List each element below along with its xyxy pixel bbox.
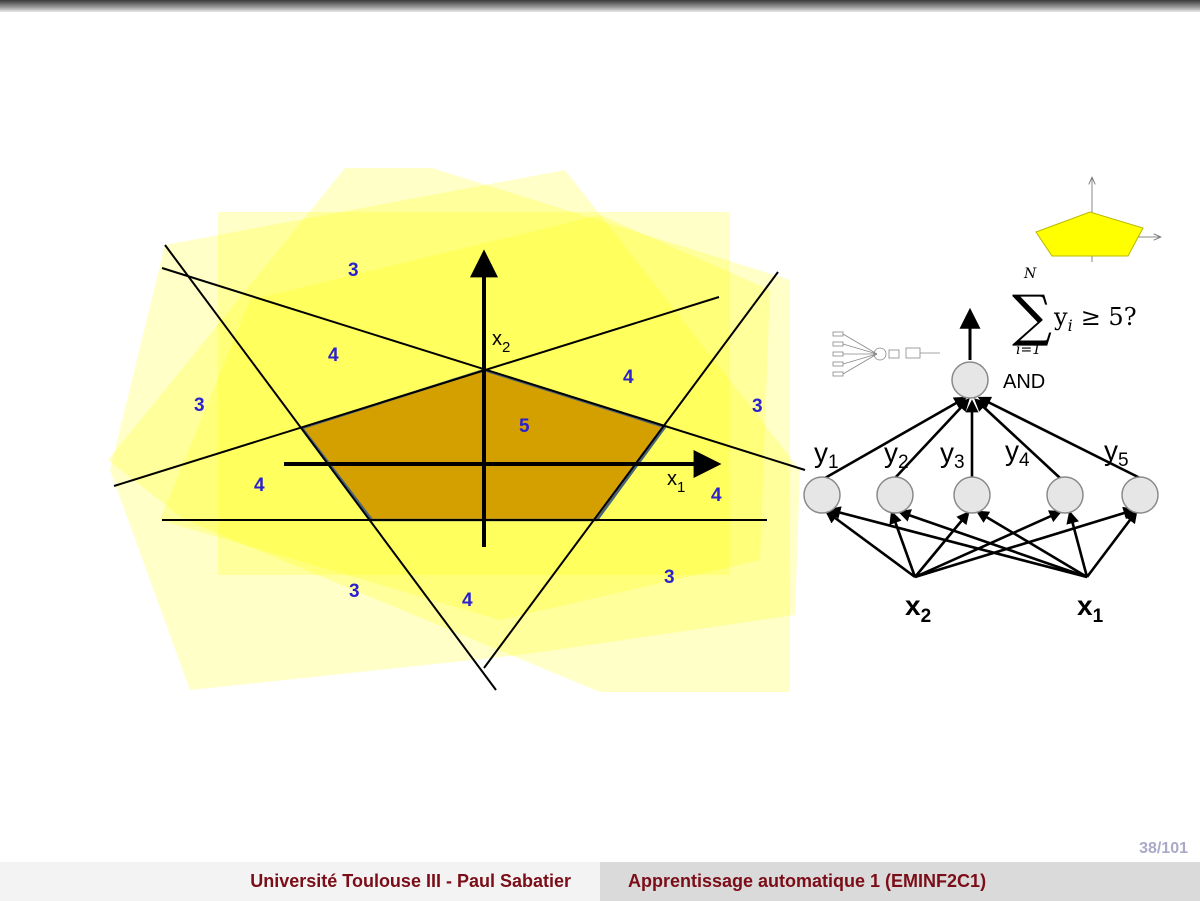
top-bar (0, 0, 1200, 12)
hidden-label-y1: y1 (814, 437, 839, 473)
x1-axis-label: x1 (667, 468, 685, 496)
output-label: AND (1003, 371, 1045, 393)
svg-text:N: N (1023, 266, 1037, 282)
hidden-label-y4: y4 (1005, 435, 1030, 471)
input-label-x1: x1 (1077, 590, 1104, 627)
hidden-node (1046, 476, 1084, 514)
svg-text:i=1: i=1 (1016, 342, 1041, 358)
footer: Université Toulouse III - Paul Sabatier … (0, 862, 1200, 901)
region-count: 4 (623, 367, 634, 388)
region-plot: x1 x2 3 4 3 5 4 3 4 4 3 4 3 (108, 168, 806, 692)
hidden-node (876, 476, 914, 514)
svg-text:yi≥ 5?: yi≥ 5? (1053, 303, 1137, 335)
neural-network: AND N ∑ i=1 yi≥ 5? y1 y2 y3 y4 y5 x2 x1 (803, 266, 1159, 627)
region-count: 4 (462, 590, 473, 611)
perceptron-diagram-icon (832, 331, 940, 377)
region-count: 3 (664, 567, 675, 588)
footer-institution: Université Toulouse III - Paul Sabatier (0, 862, 600, 901)
sum-formula: N ∑ i=1 yi≥ 5? (1012, 266, 1137, 358)
hidden-label-y5: y5 (1104, 435, 1129, 471)
region-count: 4 (254, 475, 265, 496)
hidden-node (953, 476, 991, 514)
hidden-label-y3: y3 (940, 437, 965, 473)
region-count: 5 (519, 416, 530, 437)
hidden-node (1121, 476, 1159, 514)
separator-line (164, 244, 497, 691)
footer-course: Apprentissage automatique 1 (EMINF2C1) (600, 862, 1200, 901)
hidden-edges (824, 396, 1141, 480)
region-count: 3 (349, 581, 360, 602)
svg-text:∑: ∑ (1012, 284, 1052, 349)
separator-line (483, 271, 779, 669)
output-node (951, 361, 989, 399)
region-count: 3 (348, 260, 359, 281)
x2-axis-label: x2 (492, 328, 510, 356)
input-label-x2: x2 (905, 590, 931, 627)
region-count: 4 (711, 485, 722, 506)
region-count: 3 (194, 395, 205, 416)
hidden-node (803, 476, 841, 514)
region-count: 4 (328, 345, 339, 366)
hidden-label-y2: y2 (884, 437, 909, 473)
pentagon-thumbnail-icon (1035, 178, 1160, 262)
input-edges (824, 506, 1138, 579)
region-count: 3 (752, 396, 763, 417)
page-number: 38/101 (1139, 840, 1188, 857)
separator-line (113, 296, 720, 487)
